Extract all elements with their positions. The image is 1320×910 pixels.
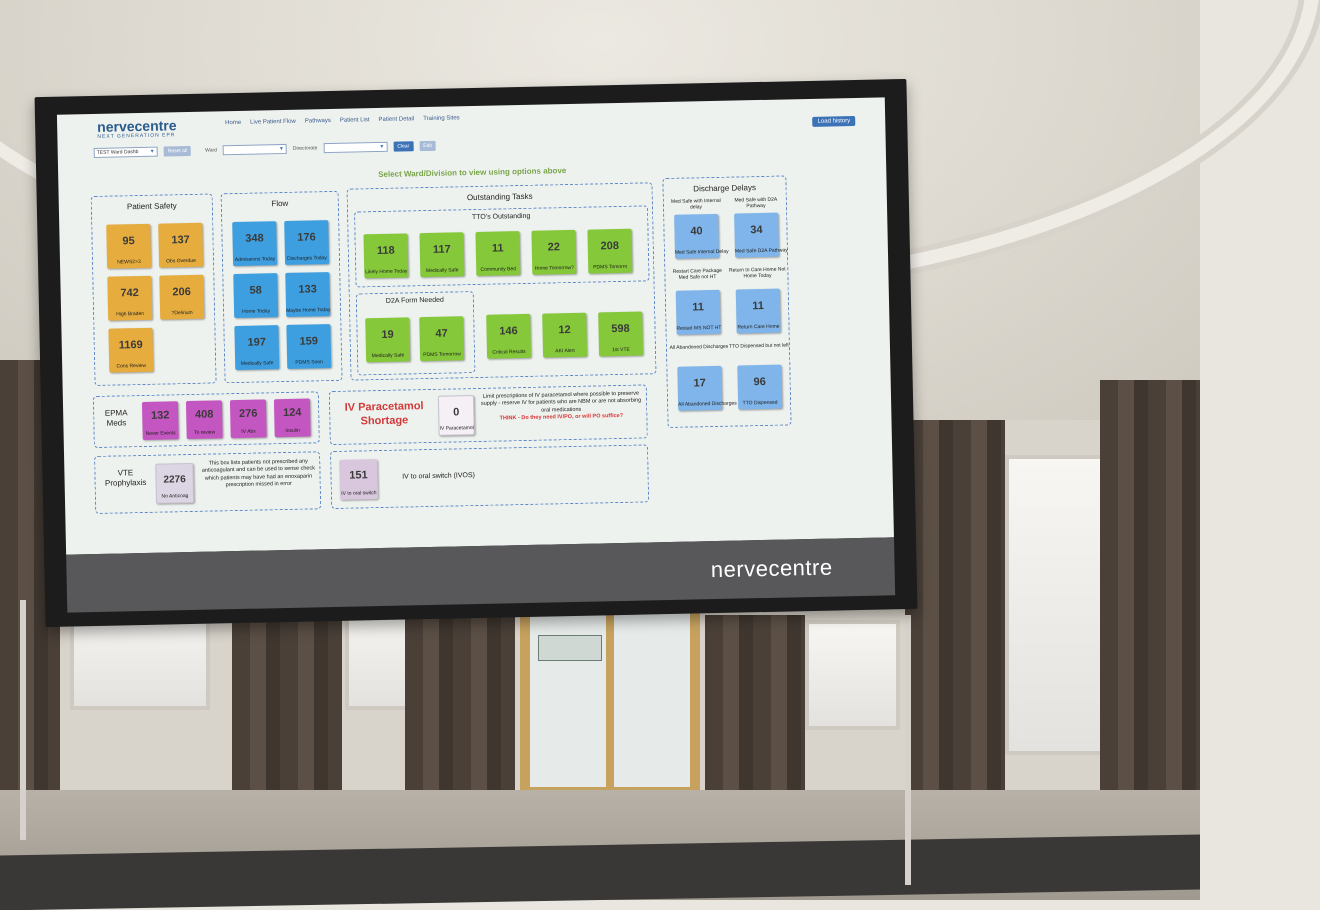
tile-iv-to-oral-switch[interactable]: 151 IV to oral switch (339, 459, 379, 500)
tile-no-anticoag[interactable]: 2276 No Anticoag (155, 462, 195, 504)
ward-select[interactable]: ▼ (222, 143, 288, 156)
discharge-caption: Med Safe with D2A Pathway (734, 196, 778, 210)
tile-med-safe-internal-delay[interactable]: 40 Med Safe Internal Delay (674, 213, 729, 259)
tile-community-bed[interactable]: 11 Community Bed (475, 231, 521, 276)
panel-title: Outstanding Tasks (466, 191, 533, 203)
iv-paracetamol-title: IV Paracetamol Shortage (344, 400, 424, 428)
discharge-delays-panel: Discharge Delays Med Safe with Internal … (662, 175, 792, 429)
discharge-caption: Restart Care Package Med Safe not HT (672, 267, 722, 281)
think-message: THINK - Do they need IV/PO, or will PO s… (499, 413, 624, 422)
tile-restart-ms-not-ht[interactable]: 11 Restart MS NOT HT (675, 289, 722, 335)
tile-return-care-home[interactable]: 11 Return Care Home (735, 288, 781, 334)
tile-tto-medically-safe[interactable]: 117 Medically Safe (419, 232, 465, 278)
directorate-label: Directorate (292, 145, 318, 152)
tile-iv-paracetamol[interactable]: 0 IV Paracetamol (437, 395, 475, 436)
projector-screen: nervecentre NEXT GENERATION EPR Home Liv… (34, 78, 918, 628)
curtain (1100, 380, 1200, 820)
clear-button[interactable]: Clear (393, 141, 414, 152)
ward-label: Ward (205, 147, 217, 154)
tile-discharges-today[interactable]: 176 Discharges Today (284, 220, 330, 265)
chevron-down-icon: ▼ (278, 145, 284, 153)
tile-maybe-home-today[interactable]: 133 Maybe Home Today (285, 272, 331, 317)
ivos-text: IV to oral switch (IVOS) (402, 472, 476, 481)
tile-d2a-pdms-tomorrow[interactable]: 47 PDMS Tomorrow (419, 316, 465, 362)
tile-high-braden[interactable]: 742 High Braden (107, 275, 153, 321)
dashboard-screen: nervecentre NEXT GENERATION EPR Home Liv… (56, 97, 894, 555)
tile-aki-alert[interactable]: 12 AKI Alert (542, 312, 588, 358)
dashboard-select[interactable]: TEST Ward Dashb ▼ (93, 146, 158, 158)
double-door (520, 605, 700, 795)
tile-never-events[interactable]: 132 Never Events (141, 401, 179, 440)
epma-title: EPMA Meds (104, 408, 128, 429)
screen-stand-right (905, 615, 911, 885)
brand-logo: nervecentre (710, 554, 833, 583)
panel-title: Patient Safety (126, 201, 177, 212)
vte-prophylaxis-panel: VTE Prophylaxis 2276 No Anticoag This bo… (94, 451, 322, 515)
tto-outstanding-group: TTO's Outstanding 118 Likely Home Today … (354, 205, 650, 288)
chevron-down-icon: ▼ (149, 148, 155, 155)
discharge-caption: Return to Care Home Not Home Today (728, 266, 786, 280)
tile-medically-safe[interactable]: 197 Medically Safe (234, 325, 280, 371)
group-title: D2A Form Needed (385, 296, 444, 305)
nav-training-sites[interactable]: Training Sites (423, 115, 460, 123)
flow-panel: Flow 348 Admissions Today 176 Discharges… (220, 190, 343, 384)
directorate-select[interactable]: ▼ (323, 141, 388, 154)
tile-to-review[interactable]: 408 To review (185, 400, 223, 440)
iv-paracetamol-note: Limit prescriptions of IV paracetamol wh… (480, 390, 642, 422)
curtain (905, 420, 1005, 820)
patient-safety-panel: Patient Safety 95 NEWS2>3 137 Obs Overdu… (90, 193, 217, 386)
nav-home[interactable]: Home (225, 119, 242, 127)
iv-paracetamol-panel: IV Paracetamol Shortage 0 IV Paracetamol… (328, 384, 648, 446)
tile-news2[interactable]: 95 NEWS2>3 (106, 223, 152, 269)
tile-delirium[interactable]: 206 ?Delirium (159, 274, 205, 320)
nav-pathways[interactable]: Pathways (304, 117, 331, 125)
nav-patient-list[interactable]: Patient List (339, 117, 370, 124)
screen-stand-left (20, 600, 26, 840)
discharge-caption: Med Safe with Internal delay (670, 197, 721, 211)
panel-title: Discharge Delays (693, 183, 757, 194)
tile-home-tomorrow[interactable]: 22 Home Tomorrow? (531, 229, 577, 275)
d2a-form-group: D2A Form Needed 19 Medically Safe 47 PDM… (355, 291, 476, 376)
tile-pdms-tomorrow[interactable]: 208 PDMS Tomorro (587, 228, 633, 274)
tile-iv-abx[interactable]: 276 IV Abx (229, 399, 267, 439)
outstanding-tasks-panel: Outstanding Tasks TTO's Outstanding 118 … (346, 182, 657, 381)
tile-obs-overdue[interactable]: 137 Obs Overdue (158, 222, 204, 268)
ivos-panel: 151 IV to oral switch IV to oral switch … (330, 444, 650, 510)
tile-likely-home-today[interactable]: 118 Likely Home Today (363, 233, 409, 279)
app-logo-subtitle: NEXT GENERATION EPR (97, 132, 176, 140)
reset-all-button[interactable]: Reset all (163, 145, 192, 157)
window-mid-right (805, 620, 900, 730)
curtain (405, 600, 515, 795)
curtain (232, 600, 342, 795)
nav-patient-detail[interactable]: Patient Detail (378, 116, 415, 123)
tile-cons-review[interactable]: 1169 Cons Review (108, 327, 154, 373)
tile-insulin[interactable]: 124 Insulin (273, 398, 311, 438)
tile-d2a-medically-safe[interactable]: 19 Medically Safe (365, 317, 411, 363)
discharge-caption: TTO Dispensed but not left (729, 342, 789, 350)
tile-critical-results[interactable]: 146 Critical Results (486, 313, 532, 359)
main-nav: Home Live Patient Flow Pathways Patient … (225, 115, 460, 126)
vte-title: VTE Prophylaxis (104, 468, 147, 489)
panel-title: Flow (271, 198, 289, 209)
load-history-button[interactable]: Load history (812, 116, 856, 127)
discharge-caption: All Abandoned Discharges (669, 343, 729, 351)
nav-live-patient-flow[interactable]: Live Patient Flow (250, 118, 296, 126)
epma-meds-panel: EPMA Meds 132 Never Events 408 To review… (92, 391, 320, 449)
window-right (1005, 455, 1105, 755)
curtain (705, 615, 805, 810)
group-title: TTO's Outstanding (471, 212, 531, 222)
tile-pdms-soon[interactable]: 159 PDMS Soon (286, 324, 332, 369)
tile-first-vte[interactable]: 598 1st VTE (598, 311, 644, 357)
tile-med-safe-d2a[interactable]: 34 Med Safe D2A Pathway (734, 212, 788, 258)
chevron-down-icon: ▼ (379, 143, 385, 150)
tile-home-today[interactable]: 58 Home Today (233, 273, 279, 319)
edit-button[interactable]: Edit (419, 140, 437, 152)
tile-tto-dispensed[interactable]: 96 TTO Dispensed (737, 364, 783, 410)
tile-abandoned-discharges[interactable]: 17 All Abandoned Discharges (677, 365, 737, 411)
vte-note: This box lists patients not prescribed a… (201, 458, 316, 489)
tile-admissions-today[interactable]: 348 Admissions Today (232, 221, 278, 267)
